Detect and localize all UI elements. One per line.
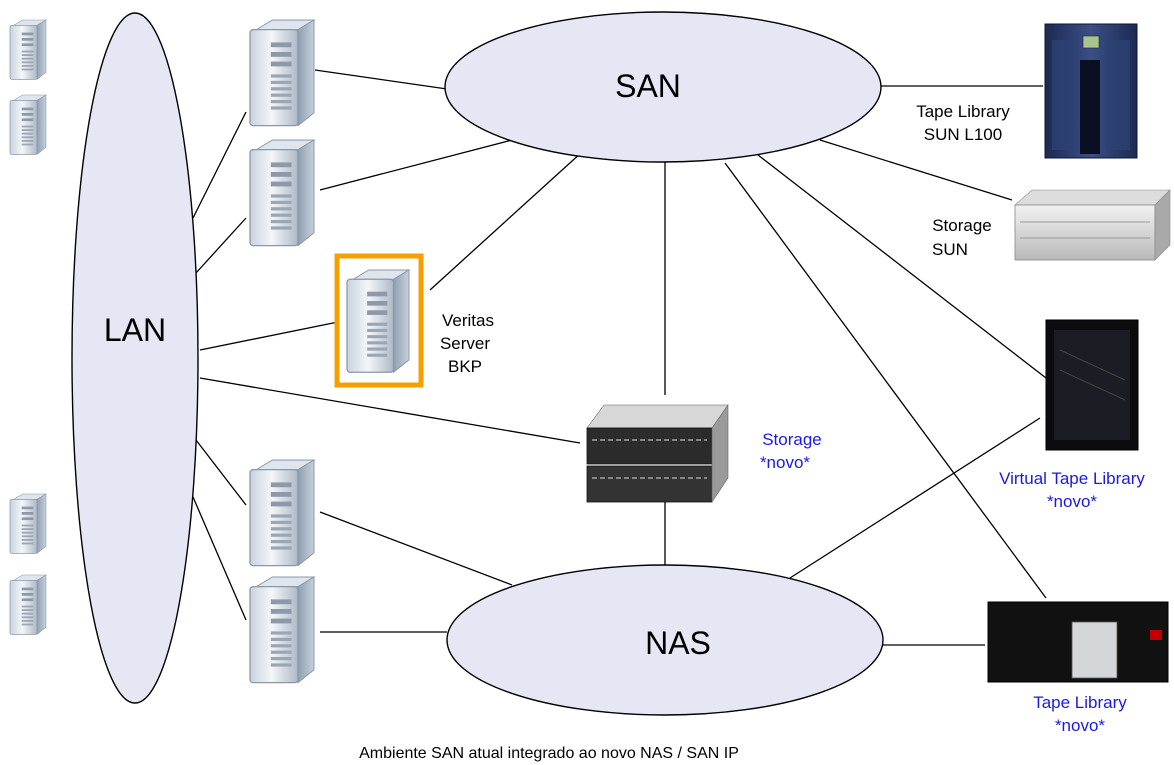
san-label: SAN	[615, 68, 681, 104]
virtual-tape-library-label-1: Virtual Tape Library	[999, 469, 1145, 488]
virtual-tape-library-label-2: *novo*	[1047, 492, 1097, 511]
tape-library-icon	[1044, 23, 1138, 159]
storage-array-icon	[1014, 189, 1171, 261]
server-icon	[9, 493, 47, 554]
server-icon	[249, 139, 315, 247]
san-network: SAN	[444, 11, 882, 163]
nas-label: NAS	[645, 625, 711, 661]
tape-library-sun-label-2: SUN L100	[924, 125, 1002, 144]
lan-label: LAN	[104, 312, 166, 348]
tape-library-new-label-2: *novo*	[1055, 716, 1105, 735]
server-icon	[9, 574, 47, 635]
tape-library-sun: Tape Library SUN L100	[916, 23, 1138, 159]
server-icon	[9, 19, 47, 80]
tape-library-new: Tape Library *novo*	[987, 601, 1169, 735]
server-icon	[249, 459, 315, 567]
lan-network: LAN	[71, 12, 199, 704]
server-icon	[249, 576, 315, 684]
server-icon	[9, 94, 47, 155]
veritas-label-2: Server	[440, 334, 490, 353]
tape-library-icon	[987, 601, 1169, 683]
tape-library-sun-label-1: Tape Library	[916, 102, 1010, 121]
diagram-caption: Ambiente SAN atual integrado ao novo NAS…	[359, 745, 739, 762]
server-icon	[346, 269, 410, 374]
storage-new-label-2: *novo*	[760, 453, 810, 472]
tape-library-new-label-1: Tape Library	[1033, 693, 1127, 712]
tape-library-icon	[1045, 319, 1139, 451]
storage-sun: Storage SUN	[932, 189, 1171, 261]
virtual-tape-library: Virtual Tape Library *novo*	[999, 319, 1145, 511]
storage-new-label-1: Storage	[762, 430, 822, 449]
storage-sun-label-1: Storage	[932, 216, 992, 235]
nas-network: NAS	[446, 564, 884, 716]
server-icon	[249, 19, 315, 127]
connections	[189, 69, 1047, 646]
storage-sun-label-2: SUN	[932, 240, 968, 259]
storage-array-icon	[586, 404, 729, 503]
veritas-label-3: BKP	[448, 357, 482, 376]
veritas-server: Veritas Server BKP	[334, 253, 494, 388]
veritas-label-1: Veritas	[442, 311, 494, 330]
storage-new: Storage *novo*	[586, 404, 822, 503]
